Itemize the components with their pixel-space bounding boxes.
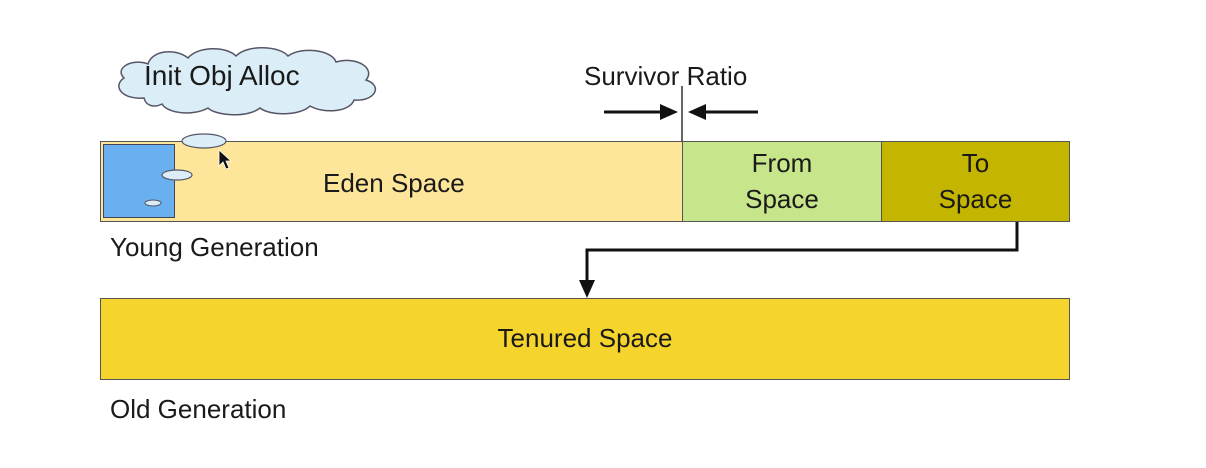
to-space-label-line2: Space: [938, 183, 1013, 214]
to-space: To Space: [881, 141, 1070, 222]
init-obj-alloc-cloud: Init Obj Alloc: [104, 40, 394, 118]
survivor-ratio-label: Survivor Ratio: [584, 61, 748, 91]
from-space-label-line2: Space: [745, 183, 819, 214]
tenured-space: Tenured Space: [100, 298, 1070, 380]
young-generation-label: Young Generation: [110, 232, 319, 262]
small-cloud-icon: [161, 169, 193, 181]
to-space-label-line1: To: [961, 148, 990, 179]
ratio-arrows-icon: [604, 104, 758, 120]
from-space-label-line1: From: [751, 148, 813, 179]
cloud-icon: [118, 47, 377, 116]
small-cloud-icon: [144, 199, 162, 207]
cloud-label: Init Obj Alloc: [144, 60, 300, 91]
tenured-space-label: Tenured Space: [497, 323, 673, 354]
allocated-object-block: [103, 144, 175, 218]
promotion-arrow-icon: [579, 222, 1019, 298]
small-cloud-icon: [181, 133, 227, 149]
eden-space-label: Eden Space: [323, 168, 465, 198]
eden-space: Eden Space: [100, 141, 683, 222]
from-space: From Space: [682, 141, 882, 222]
mouse-cursor-icon: [218, 149, 233, 170]
old-generation-label: Old Generation: [110, 394, 287, 424]
